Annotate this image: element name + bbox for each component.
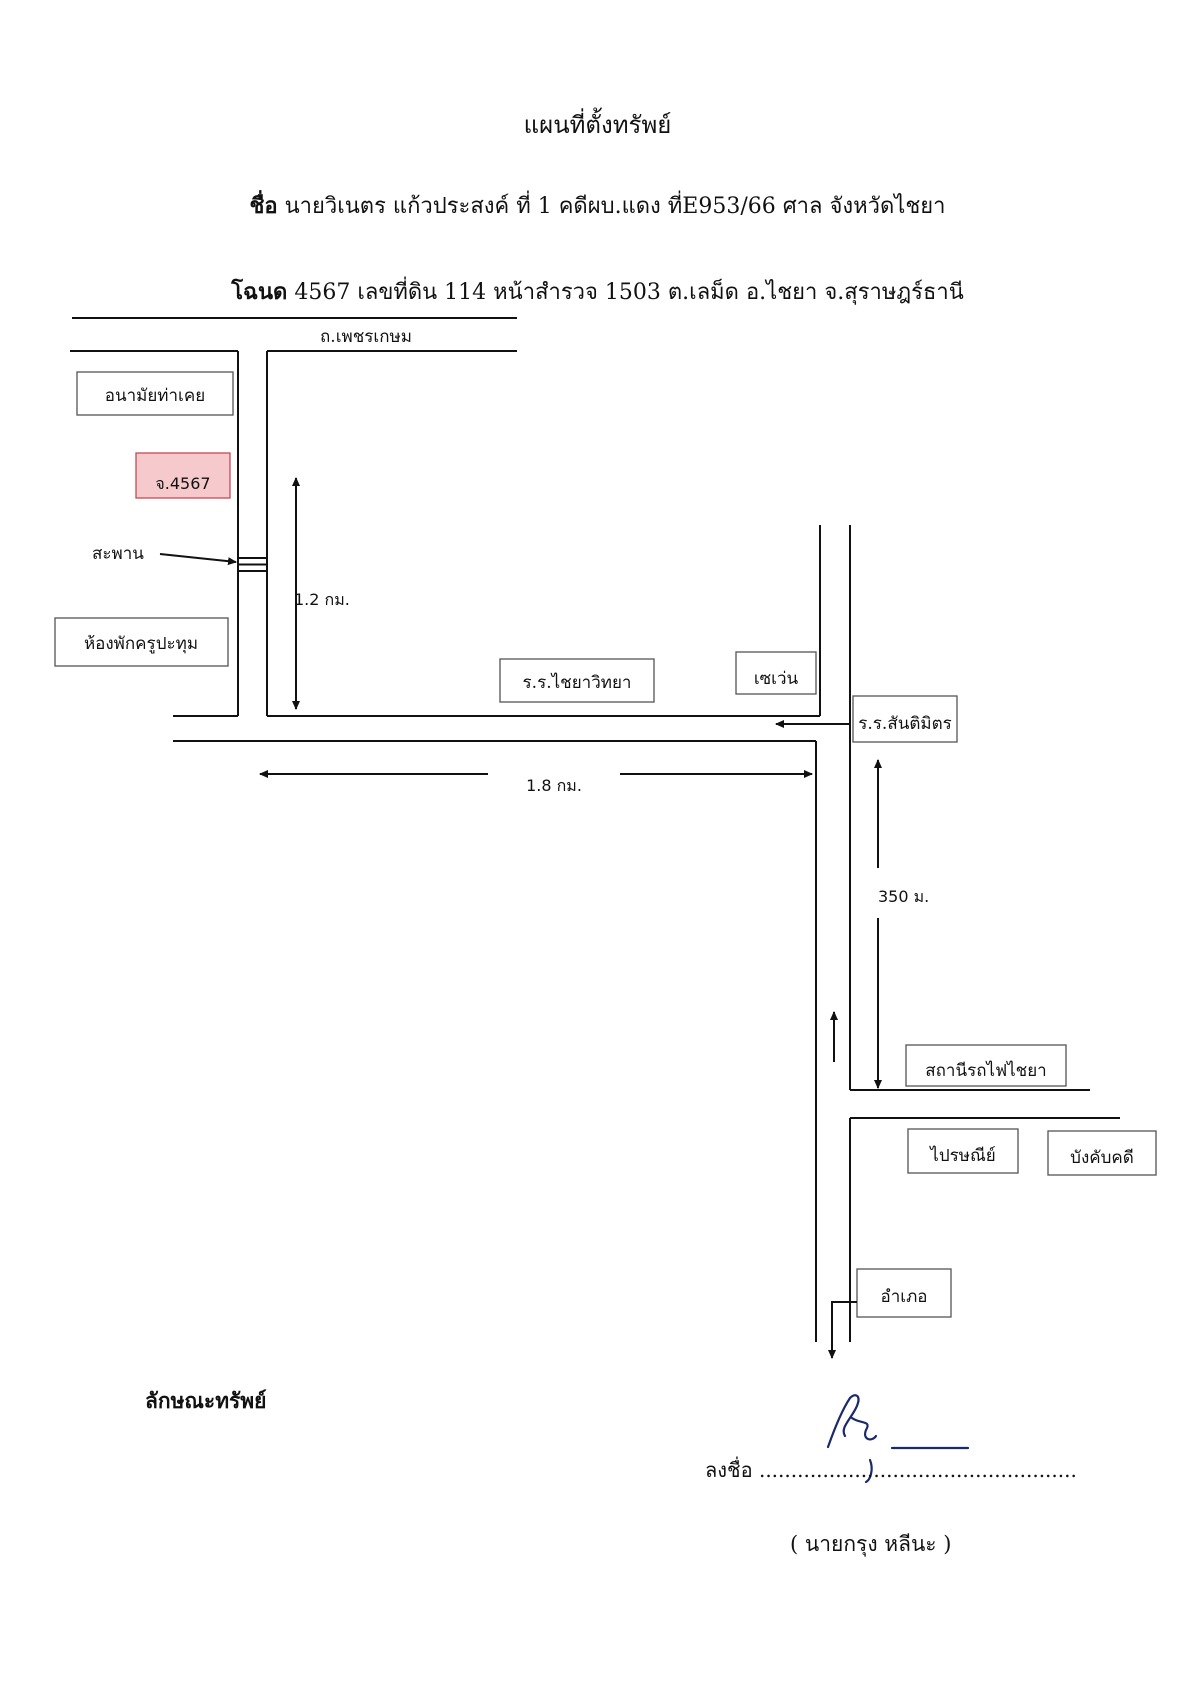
- enforcement-box: [1047, 1130, 1157, 1176]
- distance-1-8km-label: 1.8 กม.: [526, 776, 582, 795]
- room-label: ห้องพักครูปะทุม: [84, 634, 198, 654]
- deed-label: โฉนด: [231, 279, 288, 305]
- property-label: ลักษณะทรัพย์: [145, 1388, 267, 1413]
- survey-text: 1503 ต.เลม็ด อ.ไชยา จ.สุราษฎร์ธานี: [597, 280, 964, 305]
- sign-label: ลงชื่อ: [705, 1458, 759, 1482]
- bridge-symbol: [237, 557, 268, 572]
- plot-number: 114: [437, 280, 494, 305]
- road-name-label: ถ.เพชรเกษม: [320, 327, 412, 347]
- owner-text: นายวิเนตร แก้วประสงค์ ที่ 1 คดีผบ.แดง ที…: [277, 194, 946, 219]
- arrows: [159, 477, 882, 1359]
- distance-1-2km-label: 1.2 กม.: [294, 590, 350, 609]
- district-box: [856, 1268, 952, 1318]
- school2-box: [852, 695, 958, 743]
- post-label: ไปรษณีย์: [928, 1145, 995, 1166]
- title-text: แผนที่ตั้งทรัพย์: [523, 111, 672, 139]
- deed-label: จ.4567: [155, 474, 210, 493]
- deed-line: โฉนด 4567 เลขที่ดิน 114 หน้าสำรวจ 1503 ต…: [0, 274, 1195, 309]
- signature-mark: [826, 1394, 970, 1484]
- school-box: [499, 658, 655, 703]
- deed-number: 4567: [287, 280, 358, 305]
- seven-label: เซเว่น: [754, 669, 799, 689]
- signer-name: ( นายกรุง หลีนะ ): [790, 1528, 951, 1561]
- roads: [70, 317, 1120, 1342]
- owner-line: ชื่อ นายวิเนตร แก้วประสงค์ ที่ 1 คดีผบ.แ…: [0, 188, 1195, 223]
- district-label: อำเภอ: [881, 1287, 928, 1307]
- room-box: [54, 617, 229, 667]
- station-box: [905, 1044, 1067, 1087]
- station-label: สถานีรถไฟไชยา: [925, 1060, 1046, 1081]
- bridge-pointer-arrow: [159, 553, 237, 566]
- sign-dots: ........................................…: [758, 1458, 1077, 1482]
- page-title: แผนที่ตั้งทรัพย์: [0, 105, 1195, 144]
- health-center-label: อนามัยท่าเคย: [105, 386, 205, 406]
- distance-350m-label: 350 ม.: [878, 887, 929, 906]
- survey-label: หน้าสำรวจ: [493, 280, 598, 305]
- property-characteristics-heading: ลักษณะทรัพย์: [145, 1385, 266, 1418]
- district-pointer-arrow: [828, 1301, 857, 1359]
- enforcement-label: บังคับคดี: [1070, 1148, 1134, 1168]
- signature-line: ลงชื่อ .................................…: [705, 1454, 1077, 1486]
- signer-text: ( นายกรุง หลีนะ ): [790, 1532, 952, 1556]
- bridge-label: สะพาน: [92, 544, 144, 564]
- plot-label: เลขที่ดิน: [357, 280, 438, 305]
- school-label: ร.ร.ไชยาวิทยา: [523, 672, 632, 693]
- seven-box: [735, 651, 817, 695]
- owner-label: ชื่อ: [249, 193, 278, 219]
- landmark-boxes: [54, 371, 1157, 1318]
- post-box: [907, 1128, 1019, 1174]
- school2-label: ร.ร.สันติมิตร: [858, 714, 951, 734]
- deed-box: [135, 452, 231, 499]
- health-center-box: [76, 371, 234, 416]
